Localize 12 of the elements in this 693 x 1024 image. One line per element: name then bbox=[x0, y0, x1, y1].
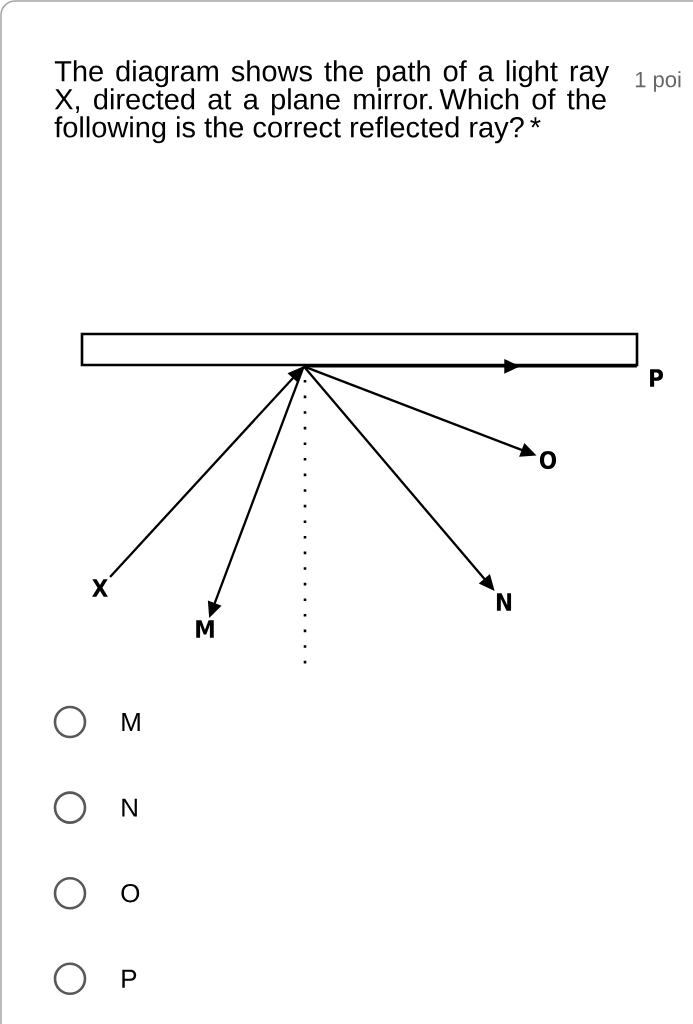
question-text: The diagram shows the path of a light ray X, directed at a plane mirror. Which of the following is the correct reflected ray? * bbox=[54, 60, 610, 144]
option-text: O bbox=[121, 884, 140, 903]
points-text: 1 poi bbox=[635, 71, 681, 92]
option-text: M bbox=[122, 713, 140, 731]
option-text: P bbox=[122, 969, 137, 988]
ray-label: O bbox=[539, 450, 557, 470]
ray-label: X bbox=[92, 579, 108, 597]
ray-label: M bbox=[196, 620, 214, 638]
mirror bbox=[80, 332, 639, 367]
ray-label: P bbox=[650, 369, 664, 387]
option-text: N bbox=[122, 798, 137, 817]
ray-label: N bbox=[496, 593, 512, 611]
